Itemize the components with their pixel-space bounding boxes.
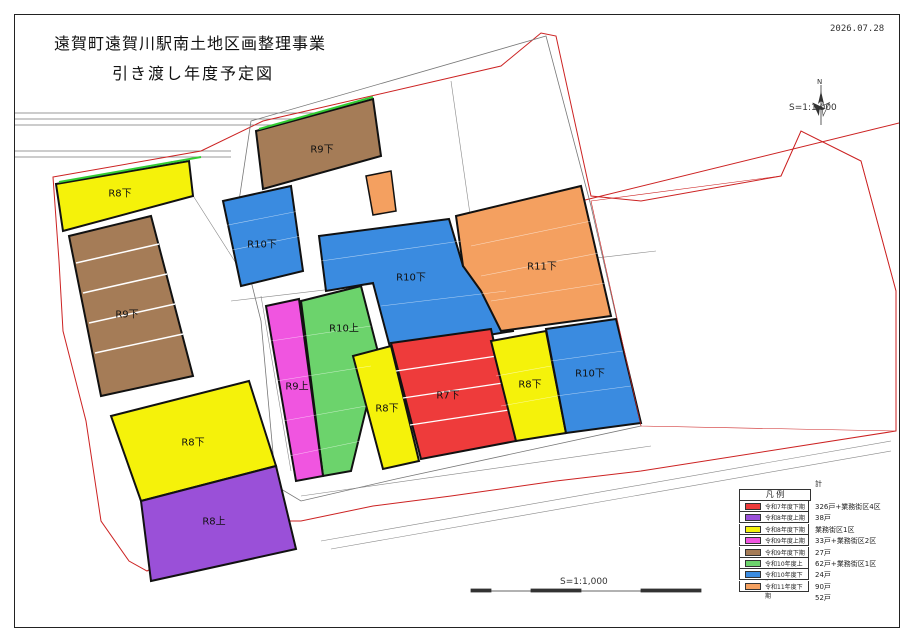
legend-count: 52戸 (815, 594, 831, 603)
legend-row: 令和9年度上期 33戸+業務街区2区 (739, 535, 888, 547)
block-label-r10-c: R10下 (575, 368, 605, 380)
block-label-r10-a: R10下 (247, 239, 277, 251)
legend-row: 令和8年度上期 38戸 (739, 512, 888, 524)
legend-swatch (745, 582, 761, 590)
legend-count: 33戸+業務街区2区 (815, 537, 877, 546)
legend-count: 90戸 (815, 582, 831, 591)
legend-swatch (745, 548, 761, 556)
block-r8-purple (139, 464, 298, 583)
legend-row: 令和10年度下期24戸 (739, 569, 888, 588)
block-r7-grid (395, 355, 510, 426)
legend-row: 52戸 (739, 592, 888, 603)
legend-period: 令和9年度上期 (765, 538, 805, 546)
legend-count: 62戸+業務街区1区 (815, 559, 877, 568)
legend-period: 令和9年度下期 (765, 549, 805, 557)
page-title: 遠賀町遠賀川駅南土地区画整理事業 (54, 34, 327, 53)
scale-bar (470, 588, 702, 593)
block-r9-up (264, 297, 325, 483)
legend-count: 27戸 (815, 548, 831, 557)
legend-row: 令和11年度下期 90戸 (739, 580, 888, 600)
legend-swatch (745, 571, 761, 579)
legend-swatch (745, 559, 761, 567)
project-boundary (52, 32, 897, 572)
site-plan-map (15, 32, 899, 593)
legend-header: 凡 例 (739, 489, 811, 501)
block-label-r9-top: R9下 (310, 144, 334, 156)
block-label-r8-top: R8下 (108, 188, 132, 200)
legend: 計 凡 例 令和7年度下期 326戸+業務街区4区 令和8年度上期 38戸 令和8年… (739, 480, 888, 604)
block-label-r10-b: R10下 (396, 272, 426, 284)
block-r11 (454, 184, 613, 333)
block-r10-c (544, 317, 643, 435)
map-frame: N (14, 14, 900, 628)
legend-total-label: 計 (815, 480, 822, 488)
block-label-r11: R11下 (527, 261, 557, 273)
block-label-r10-up: R10上 (329, 323, 359, 335)
compass-n-label: N (817, 78, 822, 86)
block-label-r9-left: R9下 (115, 309, 139, 321)
legend-period: 令和8年度下期 (765, 526, 805, 534)
legend-row: 令和9年度下期 27戸 (739, 546, 888, 558)
legend-swatch (745, 514, 761, 522)
block-label-r7: R7下 (436, 390, 460, 402)
block-r8-mid (351, 344, 421, 471)
legend-swatch (745, 537, 761, 545)
scale-label-top: S=1:1,000 (789, 103, 837, 113)
block-label-r8-mid: R8下 (375, 403, 399, 415)
legend-period: 令和7年度下期 (765, 504, 805, 511)
block-r9-left (67, 214, 195, 398)
date-stamp: 2026.07.28 (830, 24, 885, 34)
park-outline (590, 130, 897, 432)
boundary-line (580, 122, 899, 202)
legend-count: 24戸 (815, 571, 831, 580)
block-label-r8-right: R8下 (518, 379, 542, 391)
legend-row: 令和7年度下期 326戸+業務街区4区 (739, 501, 888, 512)
block-label-r8-purple: R8上 (202, 516, 226, 528)
block-label-r8-big: R8下 (181, 437, 205, 449)
block-small-orange (365, 170, 397, 216)
page-subtitle: 引き渡し年度予定図 (112, 64, 275, 83)
block-r10-b (317, 217, 515, 353)
block-r9-left-grid (75, 243, 184, 354)
legend-count: 326戸+業務街区4区 (815, 503, 881, 511)
scale-label-bottom: S=1:1,000 (560, 577, 608, 587)
legend-count: 業務街区1区 (815, 525, 855, 534)
legend-row: 令和8年度下期 業務街区1区 (739, 523, 888, 535)
legend-swatch (745, 503, 761, 510)
block-r9-top (254, 97, 383, 191)
legend-period: 令和11年度下期 (765, 583, 803, 600)
legend-row: 令和10年度上期62戸+業務街区1区 (739, 557, 888, 577)
block-r10-a (221, 184, 305, 288)
block-label-r9-up: R9上 (285, 381, 309, 393)
lot-grid-lines (222, 210, 632, 457)
legend-period: 令和8年度上期 (765, 515, 805, 523)
legend-count: 38戸 (815, 514, 831, 523)
legend-swatch (745, 525, 761, 533)
block-r8-top (54, 159, 195, 233)
north-arrow-icon: N (812, 78, 831, 125)
